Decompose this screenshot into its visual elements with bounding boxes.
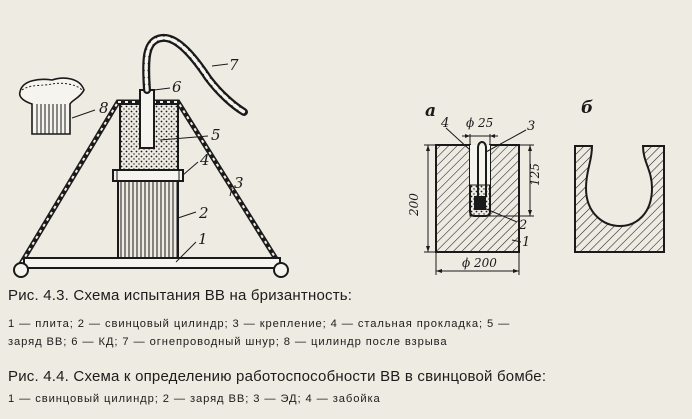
steel-washer	[112, 169, 184, 182]
dim-height: 200	[407, 193, 421, 217]
figure-4-4: а б ϕ 25 125 200	[407, 98, 665, 275]
lead-bomb-section	[435, 141, 520, 253]
label-a-3: 3	[527, 119, 535, 134]
figure-4-3-legend-line-2: заряд ВВ; 6 — КД; 7 — огнепроводный шнур…	[8, 336, 448, 348]
detonator-wire	[477, 141, 487, 196]
dim-hole-diameter: ϕ 25	[466, 116, 493, 130]
label-3: 3	[234, 174, 244, 192]
label-a-1: 1	[522, 235, 530, 250]
figure-4-3-caption: Рис. 4.3. Схема испытания ВВ на бризантн…	[8, 287, 353, 304]
plate	[23, 257, 281, 269]
detonator-cap	[139, 89, 155, 149]
label-8: 8	[99, 99, 109, 117]
label-5: 5	[211, 126, 221, 144]
leader-8	[71, 109, 96, 119]
dim-hole-depth: 125	[528, 163, 542, 186]
panel-label-b: б	[581, 98, 593, 118]
figure-4-3-legend-line-1: 1 — плита; 2 — свинцовый цилиндр; 3 — кр…	[8, 318, 511, 330]
panel-label-a: а	[425, 101, 436, 121]
lead-bomb-after-explosion	[574, 145, 665, 253]
label-4: 4	[199, 151, 210, 169]
figure-drawings: 8 6 7 5 4 3 2 1 а б ϕ 25	[13, 33, 665, 278]
label-6: 6	[172, 78, 182, 96]
label-7: 7	[229, 56, 239, 74]
label-2: 2	[198, 204, 209, 222]
lead-cylinder	[117, 179, 179, 259]
figure-4-3: 8 6 7 5 4 3 2 1	[13, 33, 289, 278]
label-1: 1	[198, 230, 208, 248]
label-a-4: 4	[440, 116, 449, 131]
label-a-2: 2	[518, 218, 527, 233]
dim-diameter: ϕ 200	[462, 256, 497, 270]
plate-bolt-left	[13, 262, 29, 278]
plate-bolt-right	[273, 262, 289, 278]
figure-4-4-legend-line-1: 1 — свинцовый цилиндр; 2 — заряд ВВ; 3 —…	[8, 393, 381, 405]
electric-detonator	[474, 196, 486, 210]
cylinder-after-explosion	[18, 77, 85, 135]
figure-4-4-caption: Рис. 4.4. Схема к определению работоспос…	[8, 368, 547, 385]
